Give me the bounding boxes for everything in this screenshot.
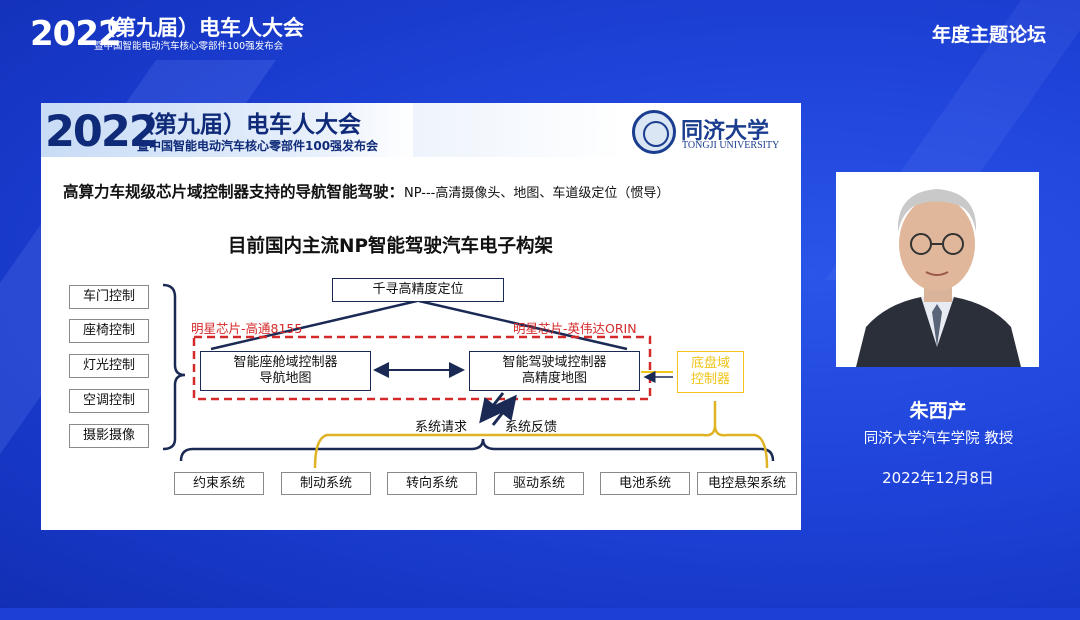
body-control-item: 灯光控制 bbox=[69, 354, 149, 378]
speaker-title: 同济大学汽车学院 教授 bbox=[863, 431, 1014, 447]
presentation-slide: 2022 （第九届）电车人大会 暨中国智能电动汽车核心零部件100强发布会 同济… bbox=[41, 103, 801, 530]
subsystem-item: 电池系统 bbox=[600, 472, 690, 495]
subsystem-item: 约束系统 bbox=[174, 472, 264, 495]
banner-car-graphic bbox=[413, 103, 627, 157]
positioning-to-driving-line bbox=[418, 299, 628, 351]
banner-year: 2022 bbox=[45, 107, 159, 157]
positioning-label: 千寻高精度定位 bbox=[372, 282, 464, 297]
subsystem-item: 制动系统 bbox=[281, 472, 371, 495]
driving-domain-box: 智能驾驶域控制器 高精度地图 bbox=[469, 351, 640, 391]
chip-dashed-boundary bbox=[192, 335, 652, 401]
header-year: 2022 bbox=[30, 14, 122, 54]
chip-label-right: 明星芯片-英伟达ORIN bbox=[513, 321, 637, 336]
cockpit-domain-line2: 导航地图 bbox=[259, 371, 312, 386]
driving-domain-line2: 高精度地图 bbox=[521, 371, 587, 386]
university-seal-icon bbox=[632, 110, 676, 154]
positioning-to-cockpit-line bbox=[210, 299, 418, 351]
heading-np: NP---高清摄像头、地图、车道级定位（惯导） bbox=[404, 186, 670, 201]
university-name-en: TONGJI UNIVERSITY bbox=[682, 140, 780, 151]
university-name-cn: 同济大学 bbox=[681, 118, 770, 144]
speaker-date: 2022年12月8日 bbox=[882, 469, 994, 487]
heading-main: 高算力车规级芯片域控制器支持的导航智能驾驶： bbox=[63, 183, 405, 201]
diagram-connectors bbox=[162, 283, 775, 469]
subsystem-item: 电控悬架系统 bbox=[697, 472, 797, 495]
chassis-bracket bbox=[313, 401, 769, 469]
cockpit-domain-line1: 智能座舱域控制器 bbox=[233, 355, 338, 370]
slide-heading: 高算力车规级芯片域控制器支持的导航智能驾驶：NP---高清摄像头、地图、车道级定… bbox=[63, 180, 669, 202]
banner-title: （第九届）电车人大会 bbox=[131, 112, 361, 138]
feedback-arrow bbox=[491, 394, 517, 426]
speaker-photo bbox=[836, 172, 1039, 367]
subsystem-item: 驱动系统 bbox=[494, 472, 584, 495]
cockpit-domain-box: 智能座舱域控制器 导航地图 bbox=[200, 351, 371, 391]
positioning-box: 千寻高精度定位 bbox=[332, 278, 504, 302]
diagram-title: 目前国内主流NP智能驾驶汽车电子构架 bbox=[228, 236, 554, 257]
header-subtitle: 暨中国智能电动汽车核心零部件100强发布会 bbox=[94, 41, 284, 52]
body-control-item: 摄影摄像 bbox=[69, 424, 149, 448]
forum-label: 年度主题论坛 bbox=[931, 24, 1046, 46]
body-control-item: 空调控制 bbox=[69, 389, 149, 413]
subsystem-item: 转向系统 bbox=[387, 472, 477, 495]
banner-subtitle: 暨中国智能电动汽车核心零部件100强发布会 bbox=[137, 139, 379, 153]
subsystems-bracket bbox=[179, 438, 775, 462]
chassis-domain-line2: 控制器 bbox=[690, 372, 730, 387]
speaker-portrait bbox=[836, 172, 1039, 367]
chip-label-left: 明星芯片-高通8155 bbox=[191, 321, 303, 336]
body-controls-bracket bbox=[162, 283, 186, 451]
slide-banner: 2022 （第九届）电车人大会 暨中国智能电动汽车核心零部件100强发布会 bbox=[41, 103, 413, 157]
request-label: 系统请求 bbox=[415, 420, 468, 435]
chassis-domain-box: 底盘域 控制器 bbox=[677, 351, 744, 393]
chassis-domain-line1: 底盘域 bbox=[690, 356, 730, 371]
header-title: （第九届）电车人大会 bbox=[94, 16, 304, 40]
speaker-name: 朱西产 bbox=[909, 400, 967, 422]
driving-domain-line1: 智能驾驶域控制器 bbox=[502, 355, 607, 370]
body-control-item: 车门控制 bbox=[69, 285, 149, 309]
body-control-item: 座椅控制 bbox=[69, 319, 149, 343]
feedback-label: 系统反馈 bbox=[505, 420, 558, 435]
